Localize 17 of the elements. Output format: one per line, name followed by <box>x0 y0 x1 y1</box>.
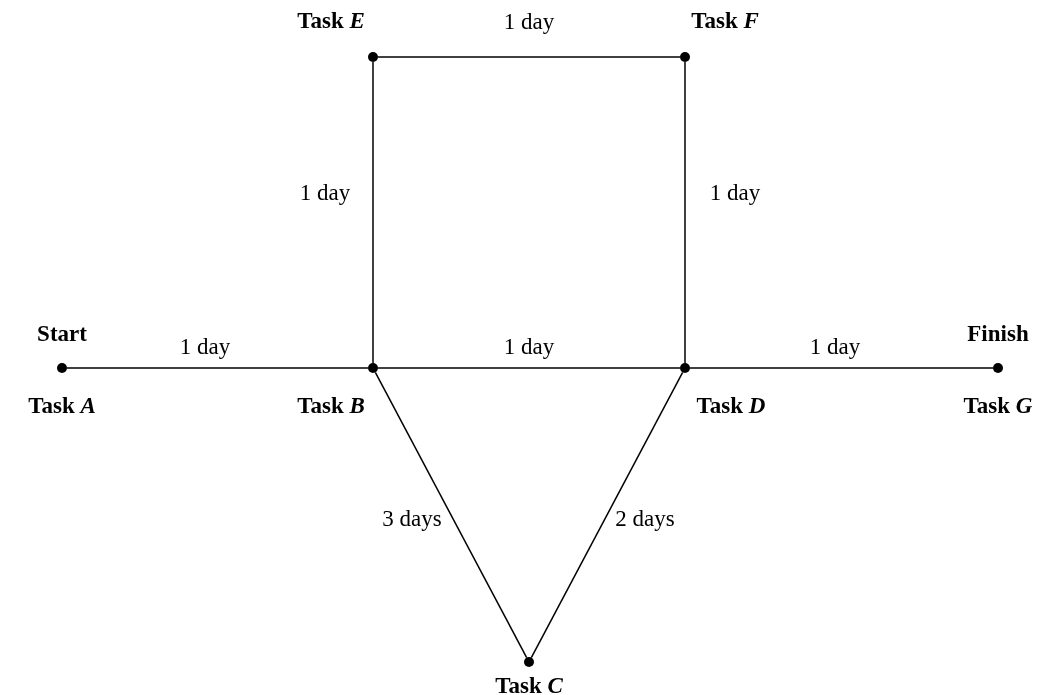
task-label: Task D <box>696 393 766 419</box>
task-label: Task G <box>963 393 1033 419</box>
connector-line <box>377 367 681 369</box>
task-label: Start <box>37 321 87 347</box>
connector-line <box>689 367 994 369</box>
connector-line <box>530 371 684 659</box>
task-label: Task F <box>691 8 759 34</box>
task-label: Task C <box>495 673 563 695</box>
connector-line <box>372 61 374 364</box>
connector-line <box>374 371 528 659</box>
task-label: Finish <box>967 321 1029 347</box>
connector-line <box>377 56 681 58</box>
connector-line <box>66 367 369 369</box>
task-label: Task E <box>297 8 365 34</box>
connector-line <box>684 61 686 364</box>
task-label: Task B <box>297 393 365 419</box>
task-label: Task A <box>28 393 96 419</box>
